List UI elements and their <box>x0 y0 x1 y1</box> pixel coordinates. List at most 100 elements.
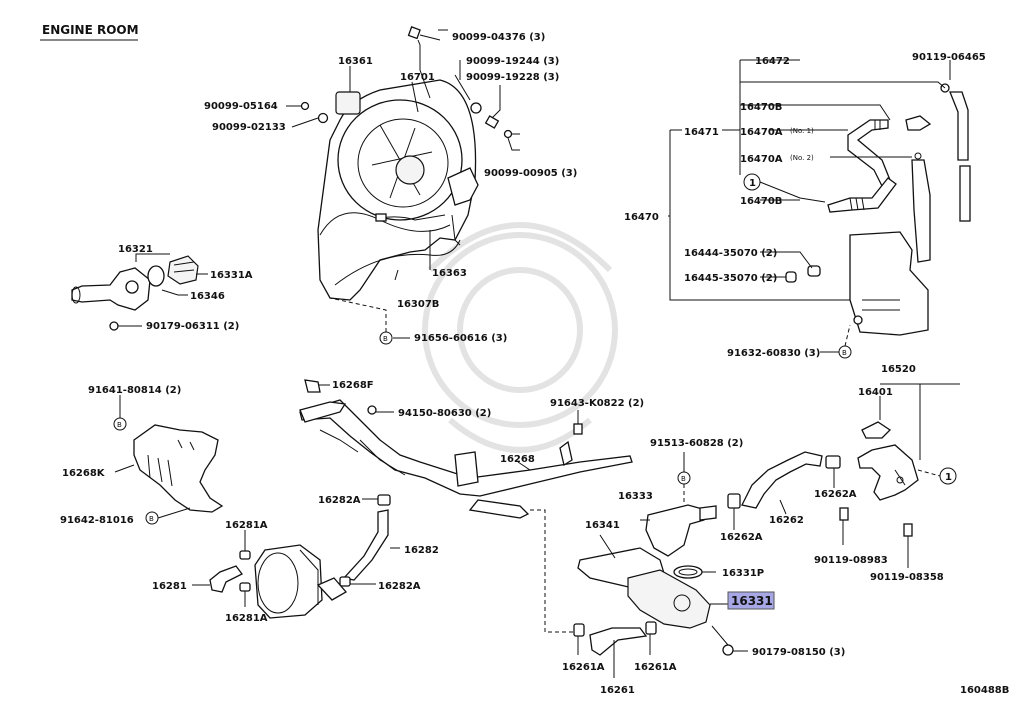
label-90179-08150: 90179-08150 (3) <box>752 647 845 658</box>
hose-16472 <box>949 91 969 161</box>
svg-text:B: B <box>842 349 847 357</box>
ref-1-reservoir: 1 <box>743 173 761 191</box>
label-90119-08358: 90119-08358 <box>870 572 944 583</box>
label-16268: 16268 <box>500 454 535 465</box>
ref-b-pipe: B <box>677 471 691 485</box>
diagram-code: 160488B <box>960 685 1009 696</box>
ref-b-protector-bottom: B <box>145 511 159 525</box>
label-91656-60616: 91656-60616 (3) <box>414 333 507 344</box>
label-16262a-mid: 16262A <box>720 532 763 543</box>
filler-neck <box>911 159 931 263</box>
label-16262a-right: 16262A <box>814 489 857 500</box>
hose-16281 <box>209 565 243 593</box>
hose-lower <box>827 177 897 213</box>
label-91632-60830: 91632-60830 (3) <box>727 348 820 359</box>
label-90099-05164: 90099-05164 <box>204 101 278 112</box>
label-16470a-2-note: (No. 2) <box>790 154 814 162</box>
label-90099-00905: 90099-00905 (3) <box>484 168 577 179</box>
label-16331a-top: 16331A <box>210 270 253 281</box>
label-90099-04376: 90099-04376 (3) <box>452 32 545 43</box>
outlet-16520 <box>857 444 919 501</box>
label-16470b-bot: 16470B <box>740 196 782 207</box>
label-91643-k0822: 91643-K0822 (2) <box>550 398 644 409</box>
label-16470a-2: 16470A <box>740 154 783 165</box>
hose-16262 <box>741 451 823 509</box>
heat-protector-16268k <box>133 424 224 513</box>
label-91513-60828: 91513-60828 (2) <box>650 438 743 449</box>
label-16281a-top: 16281A <box>225 520 268 531</box>
pipe-16333 <box>645 504 707 557</box>
label-16307b: 16307B <box>397 299 439 310</box>
label-16445-35070: 16445-35070 (2) <box>684 273 777 284</box>
reservoir-cap <box>905 115 932 131</box>
fan-hub <box>395 155 425 185</box>
label-16333: 16333 <box>618 491 653 502</box>
label-16470b-top: 16470B <box>740 102 782 113</box>
oil-cooler-16281 <box>254 544 323 619</box>
hose-16261 <box>589 627 648 656</box>
label-16341: 16341 <box>585 520 620 531</box>
diagram-title: ENGINE ROOM <box>42 23 139 37</box>
hose-16470b-top <box>959 165 971 222</box>
label-16331: 16331 <box>731 594 773 608</box>
label-16470: 16470 <box>624 212 659 223</box>
heat-protector-group: B B <box>113 395 224 525</box>
label-16282: 16282 <box>404 545 439 556</box>
bypass-pipe-group: B <box>299 379 691 633</box>
label-16471: 16471 <box>684 127 719 138</box>
ref-b-shroud: B <box>379 331 393 345</box>
cap-16401 <box>861 421 892 439</box>
label-16268k: 16268K <box>62 468 106 479</box>
svg-text:B: B <box>383 335 388 343</box>
pipe-16268 <box>299 399 633 497</box>
svg-text:1: 1 <box>945 472 952 483</box>
thermostat-group <box>71 253 208 331</box>
clip-16268f <box>304 379 321 393</box>
label-94150-80630: 94150-80630 (2) <box>398 408 491 419</box>
label-16261a-left: 16261A <box>562 662 605 673</box>
label-16444-35070: 16444-35070 (2) <box>684 248 777 259</box>
label-90099-19228: 90099-19228 (3) <box>466 72 559 83</box>
svg-text:B: B <box>149 515 154 523</box>
label-16361: 16361 <box>338 56 373 67</box>
svg-text:B: B <box>117 421 122 429</box>
label-16701: 16701 <box>400 72 435 83</box>
ref-b-protector-top: B <box>113 417 127 431</box>
label-16281a-bot: 16281A <box>225 613 268 624</box>
label-16363: 16363 <box>432 268 467 279</box>
label-16520: 16520 <box>881 364 916 375</box>
reservoir-group: 1 B <box>668 59 971 359</box>
label-16470a-1: 16470A <box>740 127 783 138</box>
water-inlet-housing-group <box>573 504 748 678</box>
label-16261: 16261 <box>600 685 635 696</box>
label-16401: 16401 <box>858 387 893 398</box>
label-16281: 16281 <box>152 581 187 592</box>
oil-cooler-group <box>192 494 400 619</box>
label-16470a-1-note: (No. 1) <box>790 127 814 135</box>
water-outlet-right-group: 1 <box>839 383 960 568</box>
label-16282a-top: 16282A <box>318 495 361 506</box>
label-16346: 16346 <box>190 291 225 302</box>
label-90119-08983: 90119-08983 <box>814 555 888 566</box>
header-area: ENGINE ROOM <box>40 23 139 41</box>
label-16268f: 16268F <box>332 380 374 391</box>
label-91641-80814: 91641-80814 (2) <box>88 385 181 396</box>
label-90179-06311: 90179-06311 (2) <box>146 321 239 332</box>
water-inlet <box>71 267 151 311</box>
label-90119-06465: 90119-06465 <box>912 52 986 63</box>
gasket-16331p <box>673 565 703 579</box>
hose-16470a-1 <box>847 119 893 191</box>
label-90099-02133: 90099-02133 <box>212 122 286 133</box>
bracket-pipe <box>454 451 479 487</box>
label-16261a-right: 16261A <box>634 662 677 673</box>
hose-16282 <box>342 509 389 581</box>
label-16331p: 16331P <box>722 568 764 579</box>
watermark-emblem <box>422 222 618 453</box>
label-16282a-bot: 16282A <box>378 581 421 592</box>
fan-shroud-group: B <box>286 26 520 345</box>
svg-text:B: B <box>681 475 686 483</box>
label-16472: 16472 <box>755 56 790 67</box>
label-90099-19244: 90099-19244 (3) <box>466 56 559 67</box>
housing-16331 <box>627 569 711 629</box>
